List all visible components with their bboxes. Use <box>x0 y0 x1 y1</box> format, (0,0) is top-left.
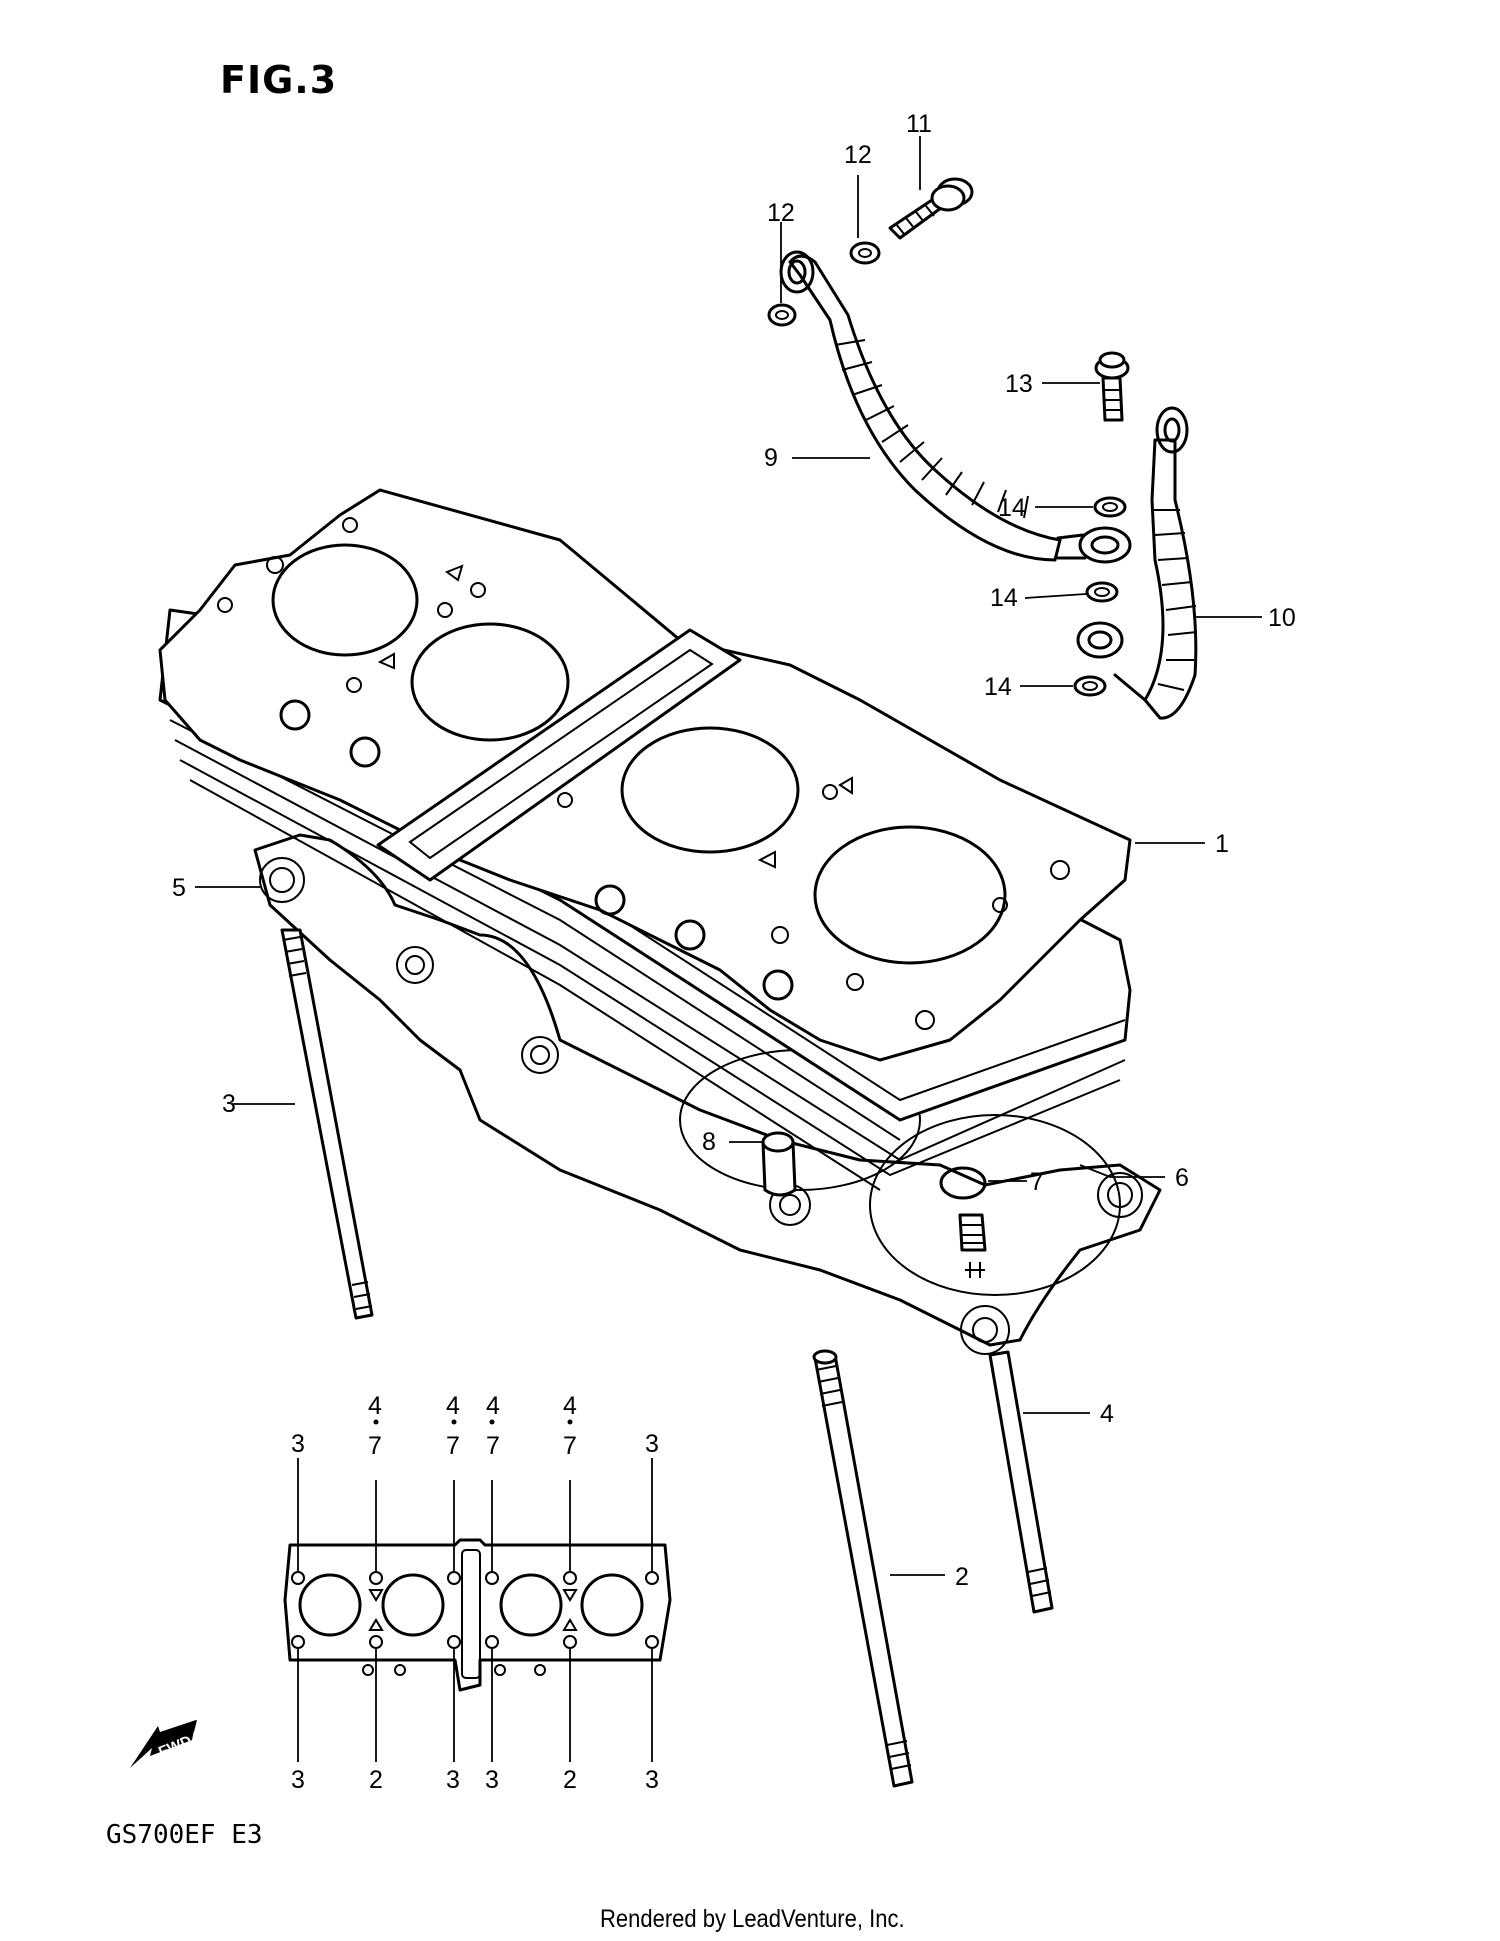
oil-hose-9 <box>779 250 1132 564</box>
bolt-13 <box>1094 351 1130 422</box>
callout-4: 4 <box>1100 1400 1114 1428</box>
gasket-washers-14 <box>1073 496 1127 697</box>
plan-label: 7 <box>446 1432 460 1460</box>
callout-14c: 14 <box>984 673 1012 701</box>
plan-labels-top: 3 4 7 4 7 4 7 4 7 3 <box>291 1392 659 1460</box>
callout-leaders <box>195 136 1262 1576</box>
cylinder-block <box>158 488 1132 1191</box>
callout-8: 8 <box>702 1128 716 1156</box>
callout-9: 9 <box>764 444 778 472</box>
plan-label: 3 <box>291 1430 305 1458</box>
stud-on-gasket <box>958 1213 987 1278</box>
cylinder-layout-plan <box>283 1419 672 1762</box>
plan-label: 3 <box>291 1766 305 1794</box>
callout-10: 10 <box>1268 604 1296 632</box>
callout-14b: 14 <box>990 584 1018 612</box>
plan-label: 4 <box>446 1392 460 1420</box>
callout-1: 1 <box>1215 830 1229 858</box>
callout-12b: 12 <box>767 199 795 227</box>
plan-label: 3 <box>645 1766 659 1794</box>
callout-5: 5 <box>172 874 186 902</box>
stud-3 <box>280 928 374 1320</box>
stud-4 <box>988 1350 1054 1614</box>
oil-hose-10 <box>1076 406 1198 720</box>
plan-label: 3 <box>485 1766 499 1794</box>
union-bolt-11 <box>888 177 974 240</box>
plan-label: 3 <box>645 1430 659 1458</box>
plan-label: 7 <box>486 1432 500 1460</box>
plan-labels-bottom: 3 2 3 3 2 3 <box>291 1766 659 1794</box>
figure-title: FIG.3 <box>220 58 338 102</box>
plan-label: 4 <box>563 1392 577 1420</box>
o-ring-7 <box>939 1166 987 1200</box>
stud-2 <box>812 1349 914 1788</box>
callout-numbers: 1 2 3 4 5 6 7 8 9 10 11 12 12 13 14 14 1… <box>172 110 1296 1591</box>
plan-label: 2 <box>369 1766 383 1794</box>
callout-2: 2 <box>955 1563 969 1591</box>
plan-label: 7 <box>563 1432 577 1460</box>
dowel-pin-8 <box>761 1131 797 1197</box>
fwd-arrow-icon: FWD <box>130 1720 197 1768</box>
plan-label: 4 <box>368 1392 382 1420</box>
plan-label: 3 <box>446 1766 460 1794</box>
callout-3: 3 <box>222 1090 236 1118</box>
plan-label: 2 <box>563 1766 577 1794</box>
callout-14a: 14 <box>998 494 1026 522</box>
callout-13: 13 <box>1005 370 1033 398</box>
callout-6: 6 <box>1175 1164 1189 1192</box>
gasket-washers-12 <box>767 241 881 327</box>
plan-label: 7 <box>368 1432 382 1460</box>
plan-label: 4 <box>486 1392 500 1420</box>
callout-12a: 12 <box>844 141 872 169</box>
callout-7: 7 <box>1030 1168 1044 1196</box>
render-credit: Rendered by LeadVenture, Inc. <box>600 1905 905 1933</box>
model-code: GS700EF E3 <box>106 1820 263 1850</box>
callout-11: 11 <box>906 110 932 138</box>
